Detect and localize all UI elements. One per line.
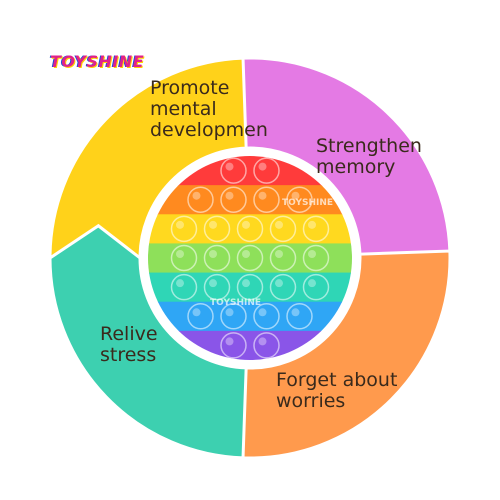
pop-bubble <box>236 273 264 301</box>
toy-row-band <box>148 185 352 216</box>
toy-row-band <box>148 301 352 332</box>
bubble-highlight <box>176 279 184 288</box>
pop-bubble <box>170 273 198 301</box>
pop-bubble <box>187 186 214 213</box>
segment-label-worries: Forget about worries <box>276 369 398 412</box>
pop-bubble <box>220 303 247 330</box>
pop-bubble <box>269 273 297 301</box>
pop-bubble <box>187 303 214 330</box>
pop-bubble <box>236 244 264 272</box>
ring-segment-memory <box>241 56 452 287</box>
pop-it-toy: TOYSHINE TOYSHINE <box>140 148 360 368</box>
bubble-highlight <box>275 250 283 258</box>
bubble-highlight <box>258 308 267 317</box>
pop-bubble <box>286 186 313 213</box>
toy-watermark: TOYSHINE <box>282 198 333 208</box>
pop-bubble <box>203 215 231 243</box>
bubble-highlight <box>225 337 234 346</box>
pop-bubble <box>236 215 264 243</box>
pop-bubble <box>220 157 247 184</box>
bubble-highlight <box>275 279 283 288</box>
pop-bubble <box>203 273 231 301</box>
toyshine-logo: TOYSHINE <box>50 52 145 71</box>
bubble-highlight <box>308 220 316 229</box>
pop-bubble <box>220 186 247 213</box>
pop-bubble <box>269 215 297 243</box>
pop-bubble <box>170 244 198 272</box>
pop-bubble <box>253 157 280 184</box>
bubble-highlight <box>258 337 267 346</box>
bubble-highlight <box>258 162 267 171</box>
bubble-highlight <box>308 279 316 288</box>
segment-label-stress: Relive stress <box>100 323 158 366</box>
bubble-highlight <box>225 162 234 171</box>
pop-bubble <box>302 244 330 272</box>
bubble-highlight <box>275 220 283 229</box>
pop-bubble <box>220 332 247 359</box>
pop-bubble <box>170 215 198 243</box>
ring-segment-stress <box>48 223 248 460</box>
segment-label-memory: Strengthen memory <box>316 135 422 178</box>
bubble-highlight <box>209 220 217 229</box>
segment-label-promote: Promote mental developmen <box>150 77 268 141</box>
bubble-highlight <box>176 220 184 229</box>
pop-bubble <box>253 332 280 359</box>
bubble-highlight <box>225 191 234 200</box>
bubble-highlight <box>291 191 300 200</box>
bubble-highlight <box>192 308 201 317</box>
pop-bubble <box>302 215 330 243</box>
benefit-ring <box>48 56 452 460</box>
bubble-highlight <box>225 308 234 317</box>
pop-bubble <box>286 303 313 330</box>
bubble-highlight <box>308 250 316 258</box>
pop-bubble <box>253 186 280 213</box>
bubble-highlight <box>192 191 201 200</box>
pop-bubble <box>302 273 330 301</box>
toy-watermark: TOYSHINE <box>210 298 261 308</box>
pop-bubble <box>269 244 297 272</box>
bubble-highlight <box>242 250 250 258</box>
bubble-highlight <box>209 250 217 258</box>
pop-bubble <box>203 244 231 272</box>
bubble-highlight <box>258 191 267 200</box>
bubble-highlight <box>242 279 250 288</box>
bubble-highlight <box>291 308 300 317</box>
pop-bubble <box>253 303 280 330</box>
bubble-highlight <box>209 279 217 288</box>
bubble-highlight <box>176 250 184 258</box>
bubble-highlight <box>242 220 250 229</box>
